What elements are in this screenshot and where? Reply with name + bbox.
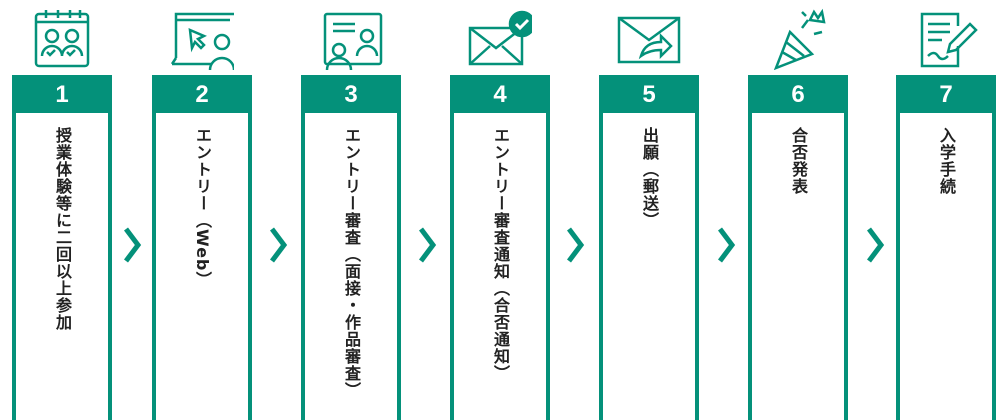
step-5: 5 出願（郵送） [599,0,699,420]
chevron-right-icon [867,227,885,263]
step-3: 3 エントリー審査（面接・作品審査） [301,0,401,420]
step-box: 授業体験等に二回以上参加 [12,113,112,420]
step-box: 合否発表 [748,113,848,420]
step-label: エントリー審査（面接・作品審査） [342,127,361,399]
calendar-people-icon [34,10,90,68]
step-6: 6 合否発表 [748,0,848,420]
step-box: エントリー審査（面接・作品審査） [301,113,401,420]
step-label: エントリー審査通知（合否通知） [491,127,510,382]
step-label: 入学手続 [937,127,956,195]
step-box: エントリー審査通知（合否通知） [450,113,550,420]
chevron-right-icon [124,227,142,263]
mail-send-icon [617,16,681,64]
step-2: 2 エントリー（Web） [152,0,252,420]
step-box: 出願（郵送） [599,113,699,420]
step-1: 1 授業体験等に二回以上参加 [12,0,112,420]
step-box: エントリー（Web） [152,113,252,420]
chevron-right-icon [419,227,437,263]
step-number: 3 [301,75,401,113]
step-number: 7 [896,75,996,113]
party-popper-icon [773,8,826,70]
step-number: 1 [12,75,112,113]
step-number: 2 [152,75,252,113]
document-sign-icon [920,12,978,68]
step-number: 5 [599,75,699,113]
mail-check-icon [468,10,532,66]
step-box: 入学手続 [896,113,996,420]
step-4: 4 エントリー審査通知（合否通知） [450,0,550,420]
web-entry-icon [170,12,234,70]
step-label: 出願（郵送） [640,127,659,229]
step-label: エントリー（Web） [193,127,212,289]
step-number: 6 [748,75,848,113]
interview-icon [323,12,383,70]
step-number: 4 [450,75,550,113]
step-7: 7 入学手続 [896,0,996,420]
chevron-right-icon [270,227,288,263]
chevron-right-icon [718,227,736,263]
step-label: 授業体験等に二回以上参加 [53,127,72,331]
chevron-right-icon [567,227,585,263]
step-label: 合否発表 [789,127,808,195]
